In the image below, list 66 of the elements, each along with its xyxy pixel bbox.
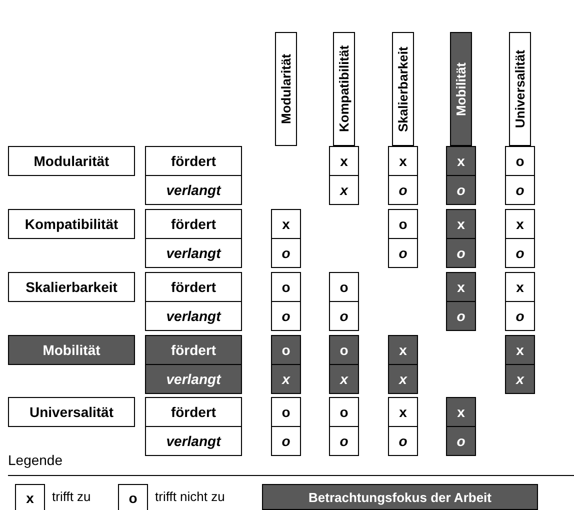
row-header: Skalierbarkeit bbox=[8, 272, 135, 302]
legend-title: Legende bbox=[8, 452, 63, 468]
rating-cell: o bbox=[271, 397, 301, 427]
relation-label: fördert bbox=[145, 335, 242, 365]
rating-cell: x bbox=[505, 209, 535, 239]
rating-cell: o bbox=[271, 426, 301, 456]
rating-cell: x bbox=[505, 272, 535, 302]
column-header: Skalierbarkeit bbox=[392, 32, 414, 146]
relation-label: verlangt bbox=[145, 301, 242, 331]
rating-cell: x bbox=[388, 397, 418, 427]
rating-cell: o bbox=[329, 272, 359, 302]
column-header: Modularität bbox=[275, 32, 297, 146]
column-header: Universalität bbox=[509, 32, 531, 146]
relation-label: verlangt bbox=[145, 238, 242, 268]
rating-cell: o bbox=[271, 301, 301, 331]
rating-cell: x bbox=[271, 209, 301, 239]
rating-cell: o bbox=[388, 175, 418, 205]
relation-label: fördert bbox=[145, 146, 242, 176]
rating-cell: o bbox=[446, 175, 476, 205]
rating-cell: x bbox=[329, 146, 359, 176]
legend-text: trifft nicht zu bbox=[155, 489, 225, 504]
row-header: Modularität bbox=[8, 146, 135, 176]
rating-cell: x bbox=[446, 397, 476, 427]
rating-cell: o bbox=[505, 238, 535, 268]
rating-cell: o bbox=[329, 426, 359, 456]
column-header: Kompatibilität bbox=[333, 32, 355, 146]
rating-cell: o bbox=[505, 146, 535, 176]
rating-cell: o bbox=[271, 335, 301, 365]
rating-cell: o bbox=[329, 335, 359, 365]
legend-sample: x bbox=[15, 484, 45, 510]
relation-label: fördert bbox=[145, 209, 242, 239]
relation-label: verlangt bbox=[145, 364, 242, 394]
rating-cell: o bbox=[446, 301, 476, 331]
rating-cell: o bbox=[271, 238, 301, 268]
column-header: Mobilität bbox=[450, 32, 472, 146]
rating-cell: x bbox=[505, 364, 535, 394]
rating-cell: x bbox=[446, 209, 476, 239]
rating-cell: x bbox=[329, 364, 359, 394]
rating-cell: o bbox=[446, 426, 476, 456]
row-header: Kompatibilität bbox=[8, 209, 135, 239]
relation-label: verlangt bbox=[145, 175, 242, 205]
rating-cell: x bbox=[446, 146, 476, 176]
row-header: Universalität bbox=[8, 397, 135, 427]
rating-cell: o bbox=[388, 209, 418, 239]
row-header: Mobilität bbox=[8, 335, 135, 365]
rating-cell: o bbox=[388, 426, 418, 456]
rating-cell: x bbox=[388, 335, 418, 365]
relation-label: fördert bbox=[145, 397, 242, 427]
rating-cell: o bbox=[505, 301, 535, 331]
rating-cell: o bbox=[388, 238, 418, 268]
rating-cell: o bbox=[329, 397, 359, 427]
rating-cell: x bbox=[446, 272, 476, 302]
rating-cell: x bbox=[505, 335, 535, 365]
rating-cell: o bbox=[446, 238, 476, 268]
rating-cell: x bbox=[388, 146, 418, 176]
rating-cell: x bbox=[329, 175, 359, 205]
rating-cell: o bbox=[271, 272, 301, 302]
relation-label: fördert bbox=[145, 272, 242, 302]
legend-text: trifft zu bbox=[52, 489, 91, 504]
rating-cell: o bbox=[329, 301, 359, 331]
rating-cell: x bbox=[388, 364, 418, 394]
relation-label: verlangt bbox=[145, 426, 242, 456]
legend-sample: o bbox=[118, 484, 148, 510]
rating-cell: o bbox=[505, 175, 535, 205]
rating-cell: x bbox=[271, 364, 301, 394]
legend-swatch: Betrachtungsfokus der Arbeit bbox=[262, 484, 538, 510]
